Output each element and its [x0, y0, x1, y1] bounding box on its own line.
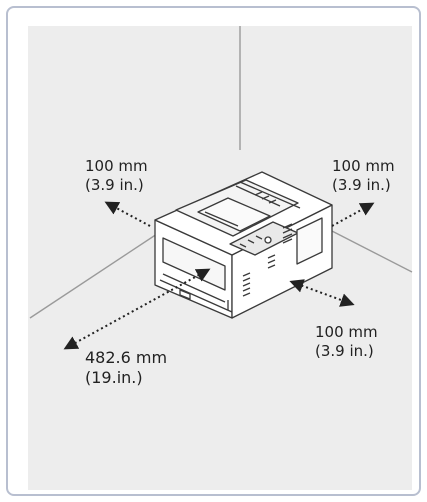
label-left-clearance: 100 mm (3.9 in.): [85, 157, 148, 195]
control-panel-keys: [239, 235, 263, 248]
label-side-in: (3.9 in.): [315, 342, 374, 360]
wall-floor-left-line: [29, 231, 161, 319]
arrow-front-clearance: [63, 268, 211, 350]
control-panel-button: [264, 236, 272, 244]
label-front-clearance: 482.6 mm (19.in.): [85, 348, 167, 388]
label-side-clearance: 100 mm (3.9 in.): [315, 323, 378, 361]
tray-rear-line-2: [239, 181, 301, 209]
label-left-in: (3.9 in.): [85, 176, 144, 194]
label-front-mm: 482.6 mm: [85, 348, 168, 367]
label-right-clearance: 100 mm (3.9 in.): [332, 157, 395, 195]
printer-illustration: [154, 171, 333, 319]
label-side-mm: 100 mm: [315, 323, 378, 341]
label-right-in: (3.9 in.): [332, 176, 391, 194]
tray-rear-line: [235, 185, 281, 207]
label-right-mm: 100 mm: [332, 157, 395, 175]
paper-edge-line: [204, 211, 239, 227]
side-vent-middle: [267, 254, 276, 269]
side-panel-cover: [296, 217, 323, 265]
output-paper: [197, 197, 271, 232]
label-front-in: (19.in.): [85, 368, 143, 387]
side-vent-lower: [242, 272, 251, 297]
arrow-right-clearance: [331, 202, 375, 227]
label-left-mm: 100 mm: [85, 157, 148, 175]
vent-grille-top: [254, 191, 277, 204]
arrow-left-clearance: [104, 201, 151, 227]
arrow-side-clearance: [289, 279, 355, 307]
side-vent-upper: [282, 223, 293, 244]
wall-floor-right-line: [329, 229, 413, 273]
clearance-arrows: [63, 201, 375, 350]
